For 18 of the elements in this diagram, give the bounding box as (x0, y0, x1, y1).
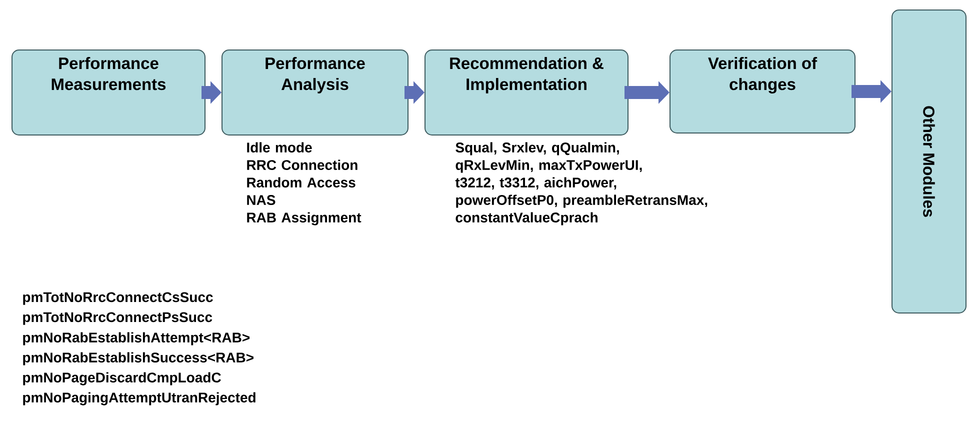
node-label: RAB Assignment (247, 212, 362, 226)
counter-name: pmNoPageDiscardCmpLoadC (23, 372, 221, 386)
node-label: NAS (247, 195, 276, 205)
counter-name: pmNoRabEstablishSuccess<RAB> (23, 352, 254, 366)
node-label: Random Access (247, 177, 356, 188)
counter-name: pmNoRabEstablishAttempt<RAB> (23, 332, 250, 346)
parameter-list: Idle mode RRC Connection Random Access NAS RAB Assignment (247, 142, 362, 226)
process-box: Performance Analysis (222, 50, 408, 136)
counter-name: pmTotNoRrcConnectCsSucc (23, 292, 213, 305)
counter-name: pmTotNoRrcConnectPsSucc (23, 312, 212, 325)
process-box: Other Modules (892, 10, 966, 314)
process-box: Recommendation & Implementation (424, 50, 628, 136)
counter-name: pmNoPagingAttemptUtranRejected (23, 392, 256, 406)
node-label: Idle mode (247, 142, 312, 152)
process-box: Performance Measurements (12, 50, 206, 136)
process-box: Verification of changes (670, 50, 856, 134)
parameter-list: Squal, Srxlev, qQualmin, qRxLevMin, maxTxPowerUI, t3212, t3312, aichPower, powerOffsetP0, preambleRetransMax, constantValueCprach (455, 142, 708, 226)
node-label: RRC Connection (247, 160, 358, 170)
